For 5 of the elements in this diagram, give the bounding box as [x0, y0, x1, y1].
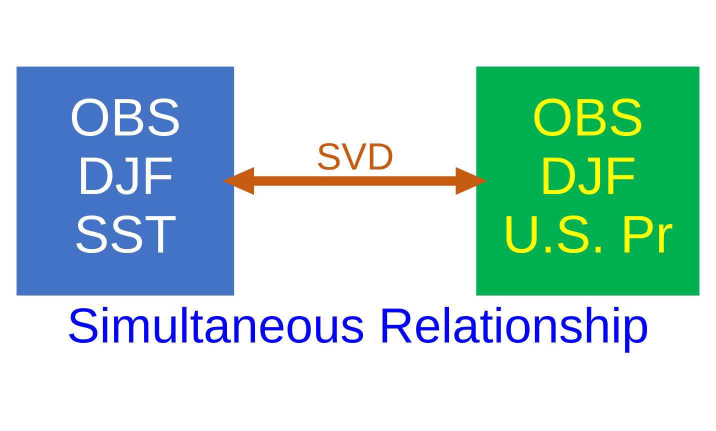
arrow: [222, 166, 488, 194]
caption: Simultaneous Relationship: [66, 298, 650, 353]
node-box: OBS DJF U.S. Pr: [476, 66, 700, 295]
node-box: OBS DJF SST: [16, 66, 234, 295]
edge-label: SVD: [316, 136, 394, 178]
